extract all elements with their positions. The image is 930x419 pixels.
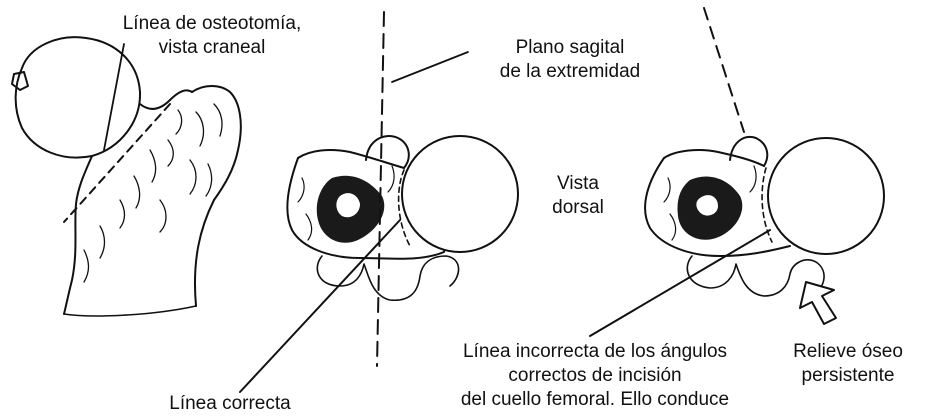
top-bump-right	[730, 137, 767, 166]
femur-shaft-base	[64, 306, 196, 316]
femur-shaft-right	[195, 200, 214, 306]
correct-line-label: Línea correcta	[130, 392, 330, 416]
sagittal-plane-label: Plano sagital de la extremidad	[470, 36, 670, 84]
trochanter-texture	[84, 104, 222, 282]
shaft-top-edge-right	[664, 150, 764, 166]
incorrect-line-label-line-1: Línea incorrecta de los ángulos	[430, 340, 760, 364]
bone-relief-label-line-2: persistente	[778, 364, 918, 388]
shaft-top-edge	[298, 150, 404, 168]
incorrect-line-label-line-2: correctos de incisión	[430, 364, 760, 388]
dorsal-view-label-line-1: Vista	[538, 172, 618, 196]
sagittal-plane-label-line-2: de la extremidad	[470, 60, 670, 84]
femoral-head-dorsal-right	[768, 138, 884, 254]
correct-line-label-line-1: Línea correcta	[130, 392, 330, 416]
sagittal-plane-label-line-1: Plano sagital	[470, 36, 670, 60]
greater-trochanter-outline	[192, 86, 241, 200]
incorrect-line-label-line-3: del cuello femoral. Ello conduce	[430, 388, 760, 412]
incorrect-line-label: Línea incorrecta de los ángulos correcto…	[430, 340, 760, 412]
femoral-head-dorsal	[402, 136, 518, 252]
femur-cranial-view	[12, 37, 241, 316]
osteotomy-label-line-2: vista craneal	[82, 36, 342, 60]
correct-line-leader	[240, 220, 400, 392]
bone-relief-arrow	[800, 282, 836, 324]
bone-relief-label-line-1: Relieve óseo	[778, 340, 918, 364]
incorrect-line-leader	[590, 230, 770, 336]
osteotomy-line	[64, 104, 170, 222]
bottom-lobes	[317, 256, 458, 300]
sagittal-plane-line	[377, 12, 384, 366]
dorsal-view-label: Vista dorsal	[538, 172, 618, 220]
dorsal-view-label-line-2: dorsal	[538, 196, 618, 220]
osteotomy-label: Línea de osteotomía, vista craneal	[82, 12, 342, 60]
femur-neck-outline	[140, 90, 192, 109]
bone-relief-label: Relieve óseo persistente	[778, 340, 918, 388]
sagittal-leader	[392, 52, 468, 82]
femur-shaft-left	[64, 156, 92, 314]
incorrect-plane-line	[704, 8, 744, 132]
osteotomy-label-line-1: Línea de osteotomía,	[82, 12, 342, 36]
